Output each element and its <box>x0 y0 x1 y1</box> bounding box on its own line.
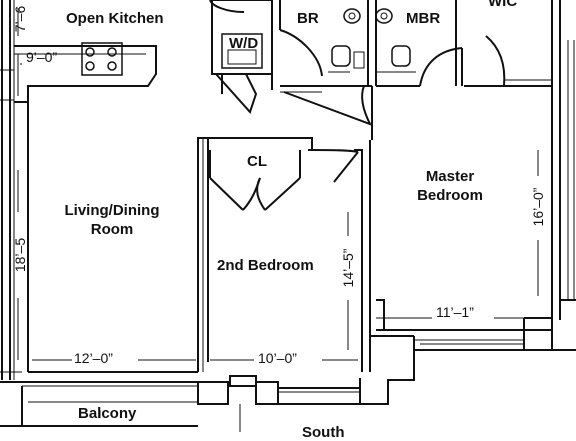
orientation-label: South <box>302 424 345 441</box>
walk-in-closet-label: WIC <box>488 0 518 10</box>
master-bathroom <box>367 0 463 87</box>
balcony-outline <box>0 386 241 432</box>
kitchen-depth-dim: 7’–6 <box>12 5 28 33</box>
living-dining-label: Living/Dining Room <box>50 201 174 239</box>
second-bedroom-width-dim: 10’–0” <box>258 350 297 366</box>
second-bedroom-label: 2nd Bedroom <box>217 257 314 274</box>
cooktop <box>81 42 123 76</box>
kitchen-width-dim: 9’–0” <box>26 49 58 65</box>
living-depth-dim: 18’–5 <box>12 237 28 273</box>
dimension-lines <box>17 8 548 418</box>
floor-plan <box>0 0 576 432</box>
second-bedroom-depth-dim: 14’–5” <box>340 248 356 288</box>
living-width-dim: 12’–0” <box>74 350 113 366</box>
master-bath-label: MBR <box>406 10 441 27</box>
interior-walls <box>27 86 385 372</box>
west-exterior-wall <box>0 0 22 380</box>
balcony-label: Balcony <box>78 405 137 422</box>
east-exterior-wall <box>523 0 576 331</box>
master-width-dim: 11’–1” <box>436 304 474 320</box>
master-bedroom-line1: Master <box>425 168 475 185</box>
bathroom <box>271 0 373 126</box>
master-depth-dim: 16’–0” <box>530 187 546 227</box>
master-bedroom-label: Master Bedroom <box>408 167 492 205</box>
open-kitchen-label: Open Kitchen <box>66 10 164 27</box>
living-dining-line1: Living/Dining <box>64 202 160 219</box>
walk-in-closet <box>464 35 552 87</box>
laundry-label: W/D <box>229 35 259 52</box>
laundry-closet <box>209 0 273 114</box>
south-exterior-wall <box>0 329 576 405</box>
living-dining-line2: Room <box>90 221 134 238</box>
master-bedroom-line2: Bedroom <box>417 187 483 204</box>
bath-label: BR <box>297 10 319 27</box>
closet-label: CL <box>247 153 267 170</box>
